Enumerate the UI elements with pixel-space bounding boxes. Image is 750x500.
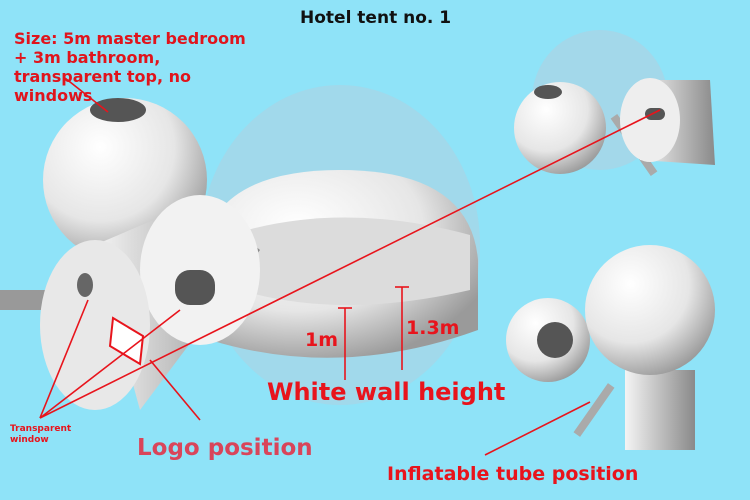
- annotation-arrows: [39, 77, 661, 456]
- main-dome: [200, 85, 480, 405]
- top-right-view: [514, 30, 715, 176]
- height-label-1-3m: 1.3m: [406, 317, 460, 339]
- height-label-1m: 1m: [305, 329, 339, 351]
- logo-marker: [108, 316, 145, 366]
- logo-position-label: Logo position: [137, 435, 313, 461]
- bottom-right-view: [506, 245, 715, 450]
- transparent-window-label: Transparent window: [10, 424, 72, 445]
- tube-position-label: Inflatable tube position: [387, 463, 639, 485]
- size-note: Size: 5m master bedroom + 3m bathroom, t…: [14, 29, 246, 105]
- page-title: Hotel tent no. 1: [300, 8, 452, 28]
- wall-height-caption: White wall height: [267, 378, 506, 406]
- entrance-tunnel: [0, 195, 260, 410]
